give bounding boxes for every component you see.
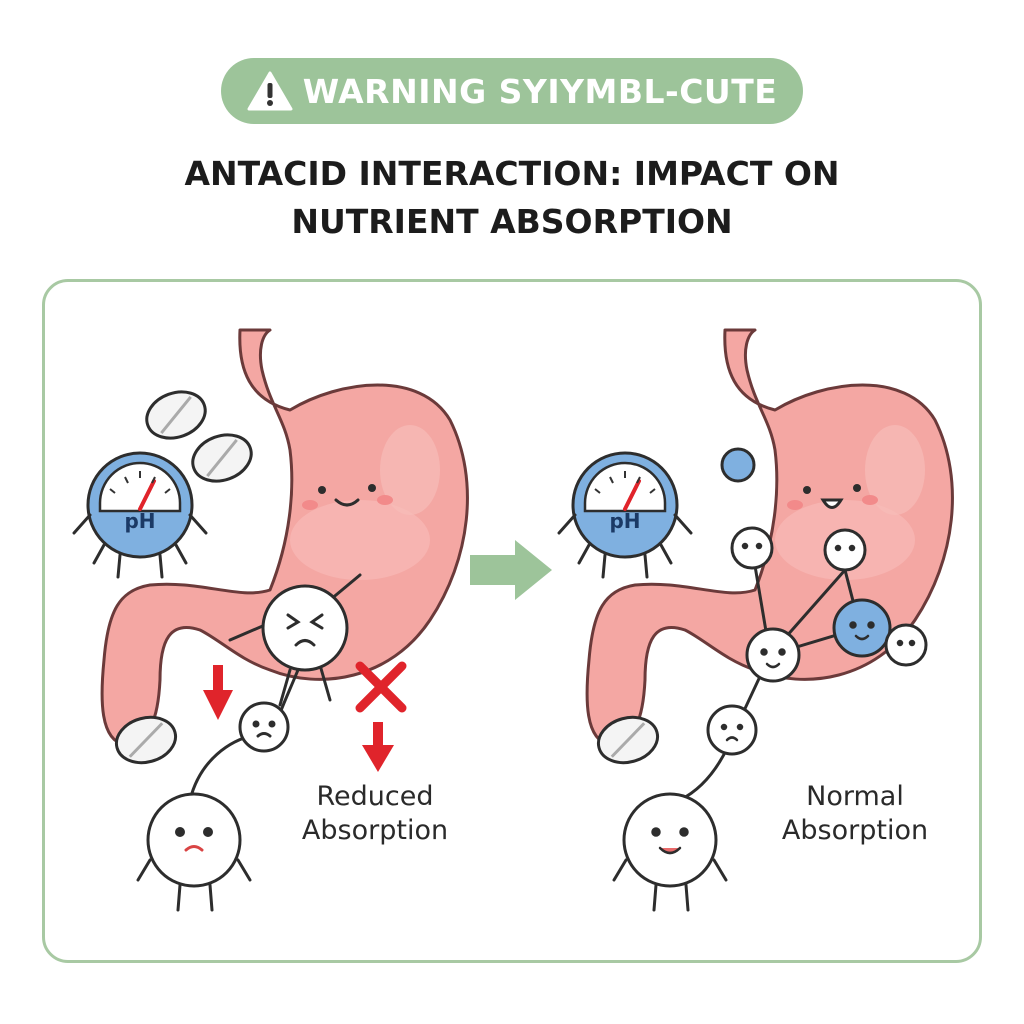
- reduced-arrow-icon: [203, 665, 233, 720]
- warning-triangle-icon: [247, 71, 293, 111]
- small-blue-molecule: [720, 447, 756, 483]
- right-caption-line-2: Absorption: [781, 815, 929, 846]
- right-gauge-label: pH: [609, 509, 640, 533]
- title-line-1: ANTACID INTERACTION: IMPACT ON: [184, 154, 840, 193]
- left-caption-line-1: Reduced: [316, 781, 434, 812]
- right-caption: Normal Absorption: [750, 780, 960, 848]
- left-nutrient-characters: [136, 573, 362, 912]
- left-gauge-label: pH: [124, 509, 155, 533]
- right-nutrient-network: [612, 526, 928, 912]
- left-caption-line-2: Absorption: [301, 815, 449, 846]
- title-line-2: NUTRIENT ABSORPTION: [291, 202, 733, 241]
- left-caption: Reduced Absorption: [270, 780, 480, 848]
- reduced-down-arrow-icon: [362, 722, 394, 772]
- left-stomach: [100, 328, 469, 747]
- warning-banner: WARNING SYIYMBL-CUTE: [221, 58, 803, 124]
- left-character-faces: [175, 613, 324, 852]
- blocked-x-icon: [355, 661, 407, 713]
- transition-arrow-icon: [470, 540, 552, 600]
- banner-text: WARNING SYIYMBL-CUTE: [302, 71, 778, 111]
- page-title: ANTACID INTERACTION: IMPACT ON NUTRIENT …: [0, 150, 1024, 246]
- right-character-faces: [651, 542, 916, 855]
- right-stomach: [585, 328, 954, 747]
- right-caption-line-1: Normal: [806, 781, 904, 812]
